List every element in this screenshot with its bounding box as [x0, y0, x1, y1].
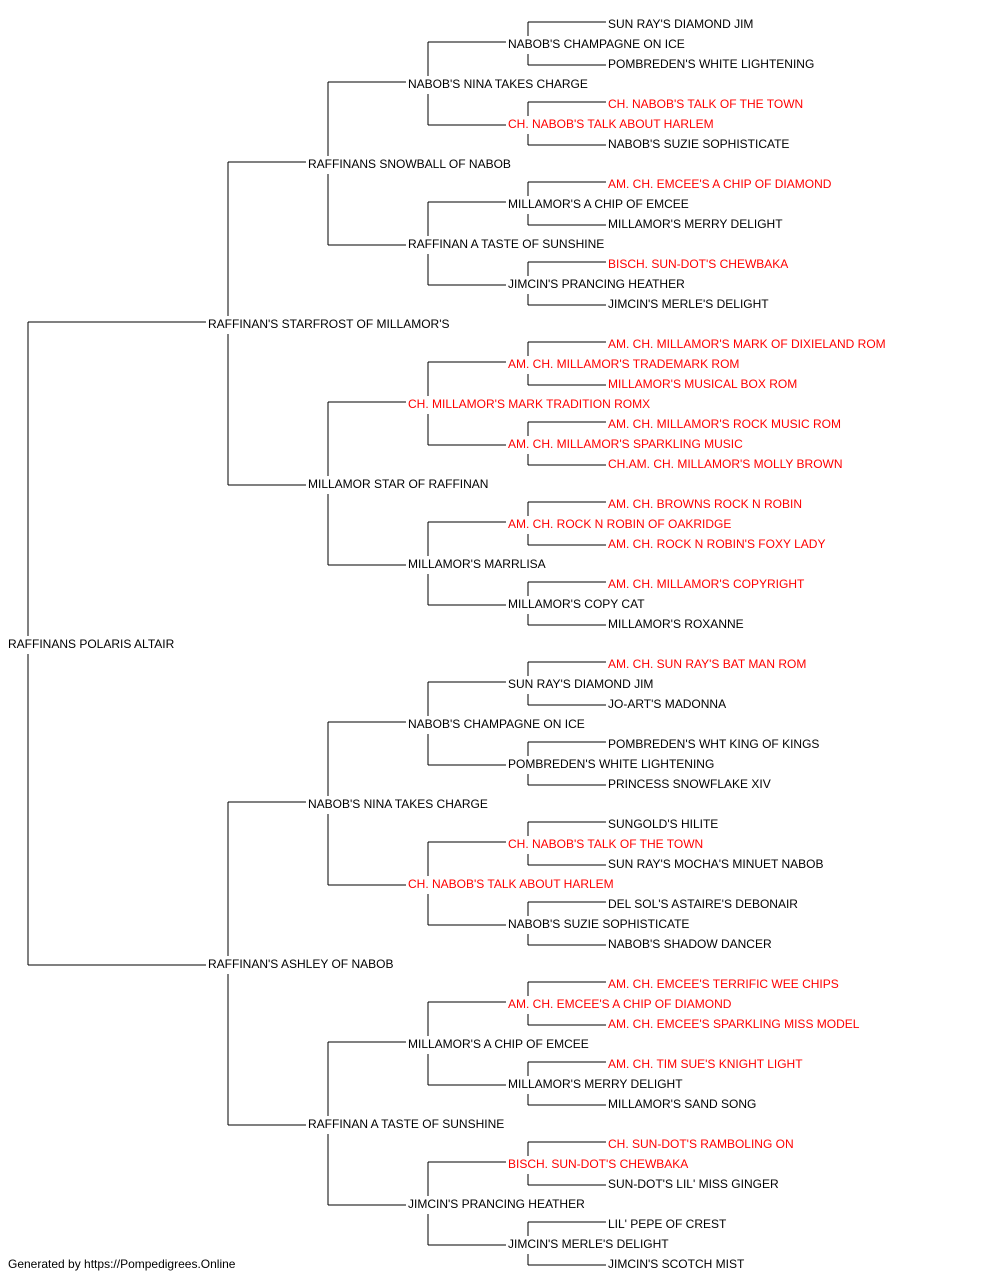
ancestor-name: AM. CH. EMCEE'S A CHIP OF DIAMOND: [508, 997, 732, 1011]
ancestor-name: AM. CH. TIM SUE'S KNIGHT LIGHT: [608, 1057, 803, 1071]
ancestor-name: AM. CH. MILLAMOR'S MARK OF DIXIELAND ROM: [608, 337, 886, 351]
ancestor-name: SUN RAY'S MOCHA'S MINUET NABOB: [608, 857, 824, 871]
ancestor-name: NABOB'S SUZIE SOPHISTICATE: [508, 917, 689, 931]
ancestor-name: AM. CH. EMCEE'S SPARKLING MISS MODEL: [608, 1017, 860, 1031]
ancestor-name: AM. CH. EMCEE'S A CHIP OF DIAMOND: [608, 177, 832, 191]
ancestor-name: AM. CH. MILLAMOR'S TRADEMARK ROM: [508, 357, 739, 371]
ancestor-name: RAFFINAN'S STARFROST OF MILLAMOR'S: [208, 317, 450, 331]
ancestor-name: JIMCIN'S SCOTCH MIST: [608, 1257, 745, 1271]
ancestor-name: SUN RAY'S DIAMOND JIM: [608, 17, 753, 31]
ancestor-name: JIMCIN'S MERLE'S DELIGHT: [608, 297, 769, 311]
ancestor-name: POMBREDEN'S WHITE LIGHTENING: [508, 757, 714, 771]
ancestor-name: MILLAMOR'S COPY CAT: [508, 597, 645, 611]
ancestor-name: AM. CH. SUN RAY'S BAT MAN ROM: [608, 657, 806, 671]
ancestor-name: MILLAMOR'S MARRLISA: [408, 557, 546, 571]
ancestor-name: NABOB'S NINA TAKES CHARGE: [408, 77, 588, 91]
footer-credit: Generated by https://Pompedigrees.Online: [8, 1257, 236, 1271]
ancestor-name: PRINCESS SNOWFLAKE XIV: [608, 777, 771, 791]
ancestor-name: MILLAMOR'S ROXANNE: [608, 617, 744, 631]
ancestor-name: SUN-DOT'S LIL' MISS GINGER: [608, 1177, 779, 1191]
ancestor-name: NABOB'S SHADOW DANCER: [608, 937, 772, 951]
subject-dog-name: RAFFINANS POLARIS ALTAIR: [8, 637, 175, 651]
ancestor-name: MILLAMOR'S MERRY DELIGHT: [608, 217, 783, 231]
ancestor-name: RAFFINAN'S ASHLEY OF NABOB: [208, 957, 393, 971]
ancestor-name: JIMCIN'S PRANCING HEATHER: [508, 277, 685, 291]
ancestor-name: SUNGOLD'S HILITE: [608, 817, 718, 831]
ancestor-name: JIMCIN'S MERLE'S DELIGHT: [508, 1237, 669, 1251]
ancestor-name: RAFFINAN A TASTE OF SUNSHINE: [408, 237, 604, 251]
ancestor-name: MILLAMOR'S MERRY DELIGHT: [508, 1077, 683, 1091]
ancestor-name: NABOB'S CHAMPAGNE ON ICE: [408, 717, 585, 731]
ancestor-name: AM. CH. ROCK N ROBIN OF OAKRIDGE: [508, 517, 731, 531]
ancestor-name: SUN RAY'S DIAMOND JIM: [508, 677, 653, 691]
ancestor-name: NABOB'S CHAMPAGNE ON ICE: [508, 37, 685, 51]
ancestor-name: MILLAMOR'S MUSICAL BOX ROM: [608, 377, 797, 391]
ancestor-name: POMBREDEN'S WHITE LIGHTENING: [608, 57, 814, 71]
ancestor-name: CH. NABOB'S TALK OF THE TOWN: [608, 97, 803, 111]
ancestor-name: NABOB'S SUZIE SOPHISTICATE: [608, 137, 789, 151]
ancestor-name: AM. CH. MILLAMOR'S COPYRIGHT: [608, 577, 805, 591]
ancestor-name: BISCH. SUN-DOT'S CHEWBAKA: [508, 1157, 688, 1171]
ancestor-name: BISCH. SUN-DOT'S CHEWBAKA: [608, 257, 788, 271]
ancestor-name: RAFFINANS SNOWBALL OF NABOB: [308, 157, 511, 171]
ancestor-name: NABOB'S NINA TAKES CHARGE: [308, 797, 488, 811]
ancestor-name: LIL' PEPE OF CREST: [608, 1217, 727, 1231]
ancestor-name: AM. CH. MILLAMOR'S ROCK MUSIC ROM: [608, 417, 841, 431]
ancestor-name: CH. NABOB'S TALK OF THE TOWN: [508, 837, 703, 851]
ancestor-name: CH. SUN-DOT'S RAMBOLING ON: [608, 1137, 794, 1151]
ancestor-name: RAFFINAN A TASTE OF SUNSHINE: [308, 1117, 504, 1131]
ancestor-name: JO-ART'S MADONNA: [608, 697, 726, 711]
ancestor-name: MILLAMOR'S A CHIP OF EMCEE: [408, 1037, 589, 1051]
ancestor-name: CH. NABOB'S TALK ABOUT HARLEM: [408, 877, 614, 891]
ancestor-name: AM. CH. BROWNS ROCK N ROBIN: [608, 497, 802, 511]
ancestor-name: CH.AM. CH. MILLAMOR'S MOLLY BROWN: [608, 457, 843, 471]
ancestor-name: MILLAMOR'S SAND SONG: [608, 1097, 756, 1111]
ancestor-name: JIMCIN'S PRANCING HEATHER: [408, 1197, 585, 1211]
ancestor-name: MILLAMOR'S A CHIP OF EMCEE: [508, 197, 689, 211]
ancestor-name: AM. CH. ROCK N ROBIN'S FOXY LADY: [608, 537, 825, 551]
ancestor-name: CH. MILLAMOR'S MARK TRADITION ROMX: [408, 397, 650, 411]
ancestor-name: MILLAMOR STAR OF RAFFINAN: [308, 477, 488, 491]
ancestor-name: DEL SOL'S ASTAIRE'S DEBONAIR: [608, 897, 798, 911]
ancestor-name: AM. CH. EMCEE'S TERRIFIC WEE CHIPS: [608, 977, 839, 991]
ancestor-name: CH. NABOB'S TALK ABOUT HARLEM: [508, 117, 714, 131]
ancestor-name: AM. CH. MILLAMOR'S SPARKLING MUSIC: [508, 437, 743, 451]
ancestor-name: POMBREDEN'S WHT KING OF KINGS: [608, 737, 819, 751]
